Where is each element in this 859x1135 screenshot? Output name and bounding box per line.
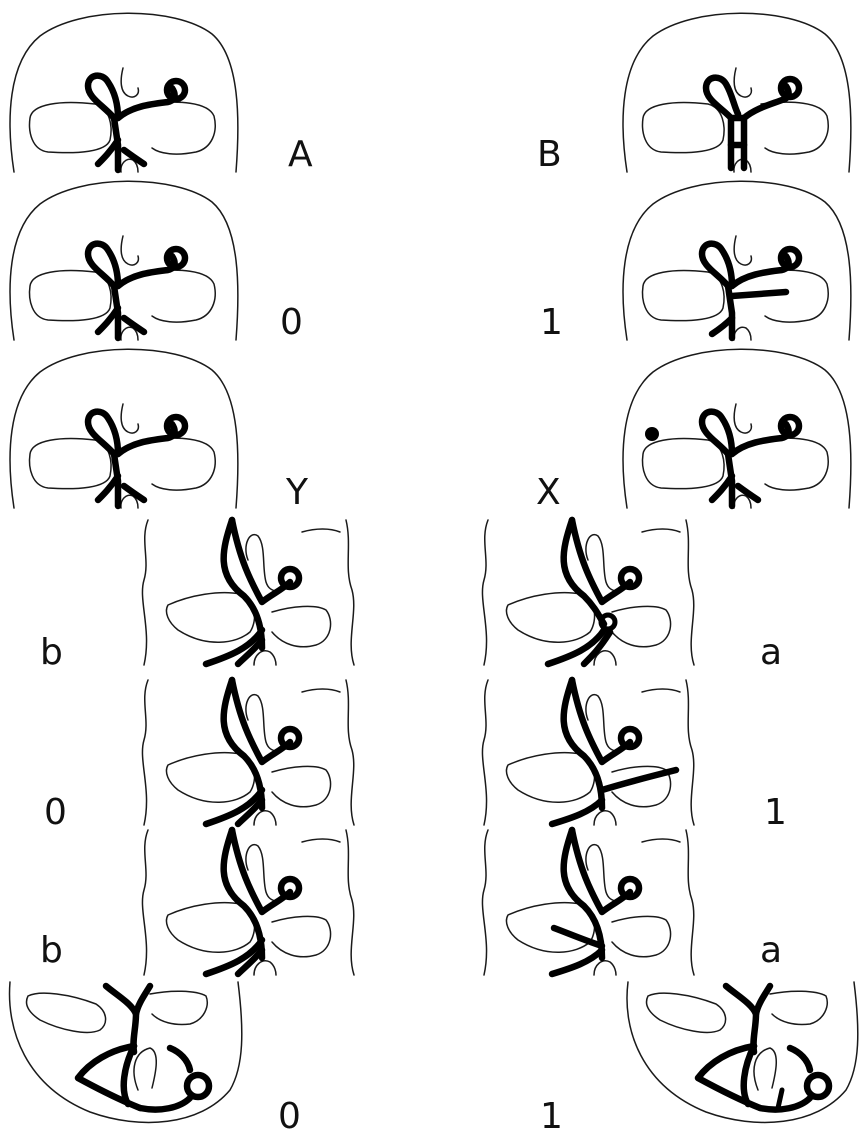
panel-row4-right — [482, 520, 694, 665]
panel-row6-right — [482, 830, 694, 975]
label-row2-left: 0 — [280, 302, 303, 343]
panel-row7-left — [10, 982, 242, 1122]
ridge-pattern-row5-right — [552, 680, 676, 824]
ridge-pattern-Y — [88, 412, 185, 506]
panel-Y-left — [10, 349, 238, 508]
panel-row6-left — [142, 830, 354, 975]
label-row5-right: 1 — [764, 792, 787, 833]
ridge-pattern-row2-left — [88, 244, 185, 338]
label-row6-right: a — [760, 930, 782, 971]
ridge-pattern-row2-right — [702, 244, 799, 338]
label-Y: Y — [285, 472, 309, 513]
label-B: B — [537, 134, 562, 175]
panel-row4-left — [142, 520, 354, 665]
label-row6-left: b — [40, 930, 63, 971]
panel-row2-left — [10, 181, 238, 340]
panel-A-left — [10, 13, 238, 172]
label-X: X — [536, 472, 561, 513]
panel-X-right — [623, 349, 851, 508]
panel-row2-right — [623, 181, 851, 340]
label-A: A — [288, 134, 313, 175]
ridge-pattern-A — [88, 76, 185, 170]
label-row5-left: 0 — [44, 792, 67, 833]
panel-B-right — [623, 13, 851, 172]
label-row4-left: b — [40, 632, 63, 673]
panel-row5-left — [142, 680, 354, 825]
label-row7-left: 0 — [278, 1096, 301, 1135]
ridge-pattern-X — [645, 412, 799, 506]
label-row2-right: 1 — [540, 302, 563, 343]
label-row7-right: 1 — [540, 1096, 563, 1135]
panel-row7-right — [627, 982, 858, 1122]
label-row4-right: a — [760, 632, 782, 673]
panel-row5-right — [482, 680, 694, 825]
